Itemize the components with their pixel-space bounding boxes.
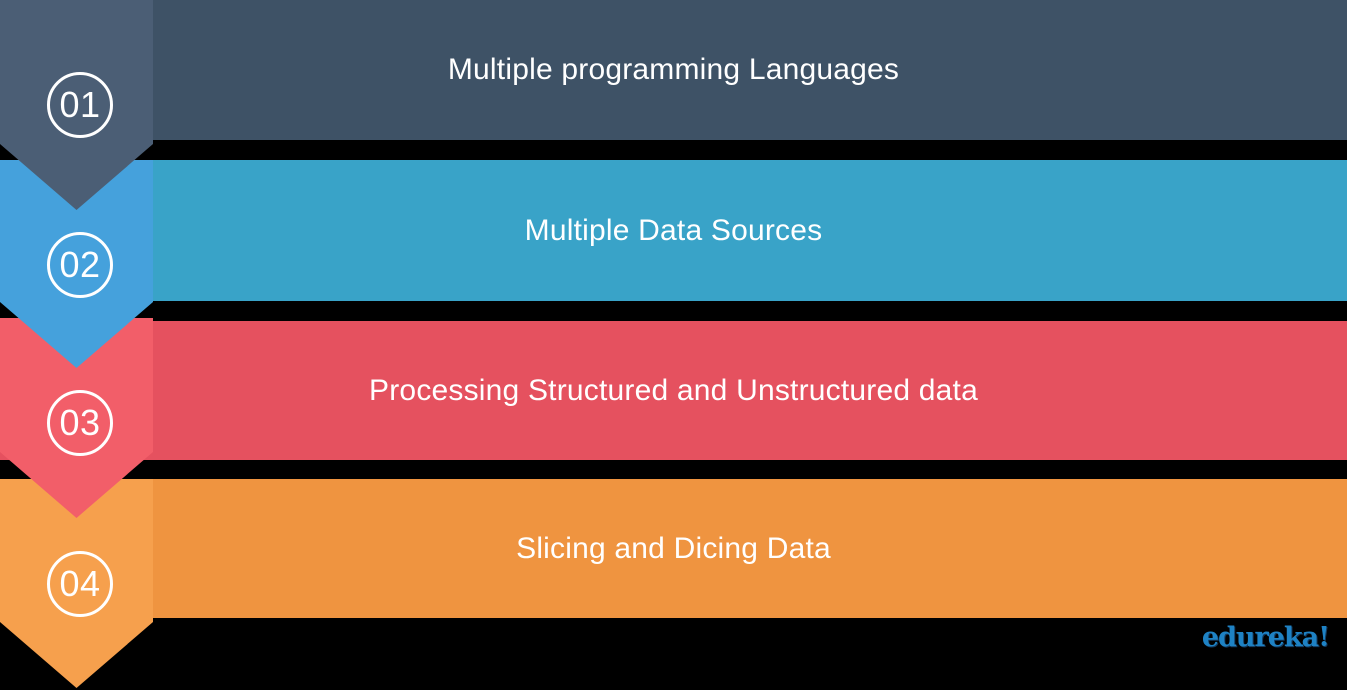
step-number-4: 04 (59, 563, 101, 604)
step-number-badge-2: 02 (47, 232, 113, 298)
step-number-badge-3: 03 (47, 390, 113, 456)
step-bar-3: Processing Structured and Unstructured d… (0, 321, 1347, 460)
step-label-1: Multiple programming Languages (447, 53, 900, 86)
step-bar-4: Slicing and Dicing Data (0, 479, 1347, 618)
step-bar-2: Multiple Data Sources (0, 160, 1347, 301)
step-label-3: Processing Structured and Unstructured d… (369, 373, 978, 407)
step-number-1: 01 (59, 84, 101, 125)
step-bar-1: Multiple programming Languages (0, 0, 1347, 140)
step-number-badge-1: 01 (47, 72, 113, 138)
step-label-4: Slicing and Dicing Data (516, 531, 831, 565)
step-label-2: Multiple Data Sources (524, 213, 823, 247)
edureka-logo: edureka! (1201, 622, 1330, 653)
step-number-2: 02 (59, 244, 101, 285)
step-number-badge-4: 04 (47, 551, 113, 617)
step-number-3: 03 (59, 402, 101, 443)
